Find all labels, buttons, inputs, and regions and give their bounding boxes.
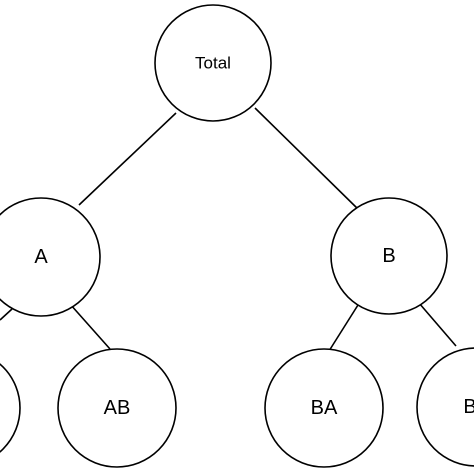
node-ab-label: AB (104, 397, 131, 419)
node-aa (0, 363, 21, 453)
node-total-label: Total (195, 54, 231, 73)
edges (0, 107, 457, 352)
node-bb: B (416, 347, 474, 467)
node-ab: AB (57, 348, 177, 468)
node-total-circle (154, 4, 272, 122)
node-ba-label: BA (311, 397, 338, 419)
node-bb-circle (416, 347, 474, 467)
node-b-label: B (382, 245, 395, 267)
node-ba: BA (264, 348, 384, 468)
edge-b-ba (328, 304, 359, 352)
node-ab-circle (57, 348, 177, 468)
node-a-label: A (34, 246, 48, 268)
node-b: B (330, 197, 448, 315)
edge-a-ab (69, 303, 111, 350)
node-bb-label: B (463, 396, 474, 418)
node-b-circle (330, 197, 448, 315)
edge-total-b (254, 107, 361, 212)
edge-b-bb (418, 302, 457, 347)
node-ba-circle (264, 348, 384, 468)
node-a-circle (0, 197, 101, 317)
edge-a-aa (0, 308, 13, 321)
node-aa-circle (0, 363, 21, 453)
node-a: A (0, 197, 101, 317)
edge-total-a (78, 112, 177, 206)
node-total: Total (154, 4, 272, 122)
